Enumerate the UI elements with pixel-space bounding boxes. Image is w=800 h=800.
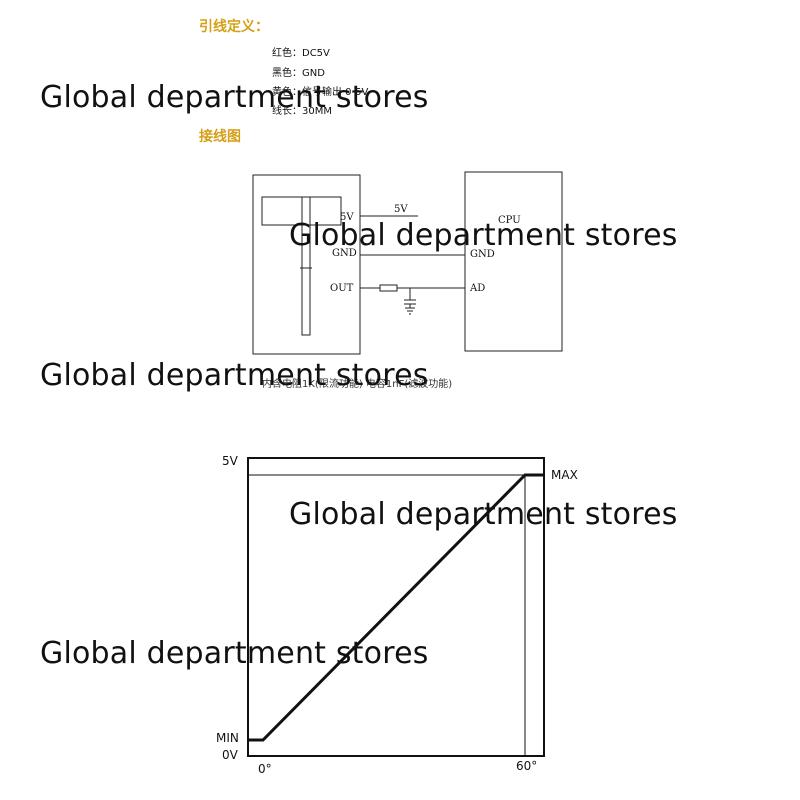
component-caption: 内含电阻1K(限流功能) 电容1nF(滤波功能) (262, 379, 453, 390)
y-label-min: MIN (216, 731, 239, 745)
wiring-diagram: 5V 5V GND OUT CPU GND AD (252, 171, 563, 355)
pin-label-out: OUT (330, 283, 354, 294)
cpu-box (464, 171, 563, 352)
pin-label-gnd: GND (332, 248, 357, 259)
y-label-0v: 0V (222, 748, 239, 762)
sensor-box (252, 174, 361, 355)
x-label-end: 60° (516, 759, 537, 773)
pin-definition-heading: 引线定义： (199, 19, 269, 35)
cpu-title: CPU (498, 215, 521, 226)
pin-line-length: 线长：30MM (272, 106, 332, 117)
pin-line-yellow: 黄色：信号输出 0-5V (272, 87, 369, 98)
pin-line-black: 黑色：GND (272, 68, 325, 79)
x-label-start: 0° (258, 762, 272, 776)
max-label: MAX (551, 468, 578, 482)
cpu-pin-ad: AD (469, 283, 485, 294)
output-curve (248, 473, 544, 742)
graph-frame (247, 457, 545, 757)
pin-label-5v: 5V (340, 212, 354, 223)
wiring-heading: 接线图 (199, 129, 241, 145)
pin-line-red: 红色：DC5V (272, 48, 330, 59)
cpu-pin-gnd: GND (470, 249, 495, 260)
sensor-shaft (301, 196, 311, 336)
voltage-label-5v: 5V (394, 204, 408, 215)
y-label-5v: 5V (222, 454, 239, 468)
